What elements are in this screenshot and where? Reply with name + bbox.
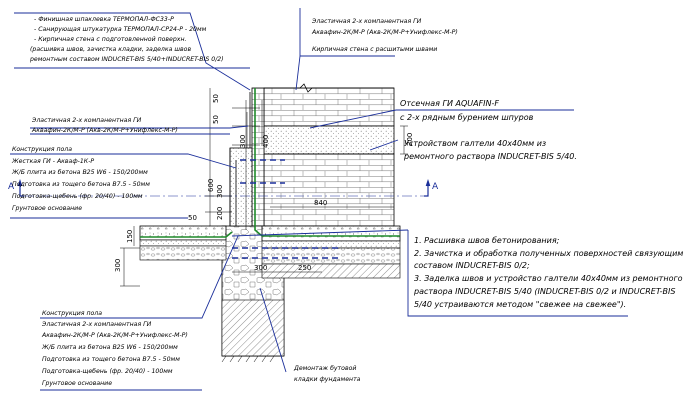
svg-text:раствора INDUCRET-BIS 5/40 (IN: раствора INDUCRET-BIS 5/40 (INDUCRET-BIS… bbox=[413, 287, 675, 296]
svg-text:Конструкция пола: Конструкция пола bbox=[42, 310, 102, 317]
svg-text:Ж/Б плита из бетона В25 W6 - 1: Ж/Б плита из бетона В25 W6 - 150/200мм bbox=[41, 343, 178, 351]
dim-400: 400 bbox=[262, 135, 270, 148]
dim-50-c: 50 bbox=[188, 214, 197, 222]
svg-text:Устройством галтели 40х40мм из: Устройством галтели 40х40мм из bbox=[404, 139, 546, 148]
svg-text:2. Зачистка и обработка получе: 2. Зачистка и обработка полученных повер… bbox=[414, 249, 683, 258]
svg-text:1. Расшивка швов бетонирования: 1. Расшивка швов бетонирования; bbox=[414, 236, 560, 245]
note-top-left: - Финишная шпаклевка ТЕРМОПАЛ-ФС33-Р - С… bbox=[29, 16, 224, 63]
dim-600: 600 bbox=[207, 179, 215, 192]
dim-300-left: 300 bbox=[114, 259, 122, 272]
wall-break-line bbox=[264, 83, 394, 93]
svg-text:кладки фундамента: кладки фундамента bbox=[294, 376, 361, 383]
svg-text:Подготовка-щебень (фр. 20/40): Подготовка-щебень (фр. 20/40) - 100мм bbox=[42, 367, 173, 375]
dim-200: 200 bbox=[406, 133, 414, 146]
section-mark-left: А bbox=[8, 182, 15, 192]
floor-lean-left bbox=[139, 239, 227, 247]
svg-text:Грунтовое основание: Грунтовое основание bbox=[12, 205, 82, 212]
svg-text:ремонтным составом INDUCRET-BI: ремонтным составом INDUCRET-BIS 5/40+IND… bbox=[29, 56, 224, 63]
note-floor-lower: Конструкция пола Эластичная 2-х компанен… bbox=[41, 310, 188, 387]
svg-text:Конструкция пола: Конструкция пола bbox=[12, 146, 72, 153]
leader-lines bbox=[10, 8, 628, 391]
svg-text:(расшивка швов, зачистка кладк: (расшивка швов, зачистка кладки, заделка… bbox=[30, 46, 191, 53]
svg-text:Грунтовое основание: Грунтовое основание bbox=[42, 380, 112, 387]
svg-text:ремонтного раствора INDUCRET-B: ремонтного раствора INDUCRET-BIS 5/40. bbox=[403, 152, 577, 161]
svg-text:- Кирпичная стена с подготовле: - Кирпичная стена с подготовленной повер… bbox=[34, 36, 187, 43]
dim-300-wall: 300 bbox=[239, 135, 247, 148]
floor-slab-left bbox=[139, 225, 227, 241]
svg-text:составом INDUCRET-BIS 0/2;: составом INDUCRET-BIS 0/2; bbox=[414, 261, 530, 270]
note-top-right: Эластичная 2-х компанентная ГИ Аквафин-2… bbox=[311, 18, 458, 53]
dimension-lines bbox=[120, 88, 408, 287]
waterproofing-line bbox=[254, 88, 400, 237]
floor-slab-concrete bbox=[261, 225, 401, 242]
floor-gravel bbox=[261, 247, 401, 265]
note-fillet: Устройством галтели 40х40мм из ремонтног… bbox=[403, 139, 577, 161]
dim-200-b: 200 bbox=[216, 207, 224, 220]
note-injection: Отсечная ГИ AQUAFIN-F с 2-х рядным бурен… bbox=[400, 99, 534, 122]
svg-text:3. Заделка швов и устройство г: 3. Заделка швов и устройство галтели 40х… bbox=[414, 274, 683, 283]
note-dismantle: Демонтаж бутовой кладки фундамента bbox=[293, 364, 361, 383]
injection-layer bbox=[263, 125, 395, 155]
floor-gravel-left bbox=[139, 245, 227, 261]
note-steps: 1. Расшивка швов бетонирования; 2. Зачис… bbox=[413, 236, 683, 309]
brick-wall-upper bbox=[263, 87, 395, 127]
floor-lean-concrete bbox=[261, 240, 401, 249]
svg-text:Демонтаж бутовой: Демонтаж бутовой bbox=[293, 364, 356, 372]
svg-text:Подготовка из тощего бетона В7: Подготовка из тощего бетона В7.5 - 50мм bbox=[42, 355, 180, 363]
svg-text:- Санирующая штукатурка ТЕРМОП: - Санирующая штукатурка ТЕРМОПАЛ-СР24-Р … bbox=[34, 26, 207, 33]
svg-text:Эластичная 2-х компанентная ГИ: Эластичная 2-х компанентная ГИ bbox=[311, 18, 422, 25]
svg-text:Аквафин-2К/М-Р (Акв-2К/М-Р+Уни: Аквафин-2К/М-Р (Акв-2К/М-Р+Унифлекс-М-Р) bbox=[41, 332, 188, 339]
svg-text:Эластичная 2-х компанентная ГИ: Эластичная 2-х компанентная ГИ bbox=[41, 321, 152, 328]
note-floor-upper: Конструкция пола Жесткая ГИ - Акваф-1К-Р… bbox=[11, 146, 150, 212]
svg-text:Жесткая ГИ - Акваф-1К-Р: Жесткая ГИ - Акваф-1К-Р bbox=[11, 158, 94, 165]
dim-300-c: 300 bbox=[216, 185, 224, 198]
svg-text:Аквафин-2К/М-Р (Акв-2К/М-Р+Уни: Аквафин-2К/М-Р (Акв-2К/М-Р+Унифлекс-М-Р) bbox=[31, 127, 178, 134]
dim-150: 150 bbox=[126, 230, 134, 243]
note-mid-left: Эластичная 2-х компанентная ГИ Аквафин-2… bbox=[31, 117, 178, 134]
dim-50-b: 50 bbox=[212, 115, 220, 124]
dim-300-base: 300 bbox=[254, 264, 267, 272]
floor-ground bbox=[261, 263, 401, 279]
dim-50-a: 50 bbox=[212, 94, 220, 103]
svg-text:Отсечная ГИ AQUAFIN-F: Отсечная ГИ AQUAFIN-F bbox=[400, 99, 499, 108]
svg-text:Эластичная 2-х компанентная ГИ: Эластичная 2-х компанентная ГИ bbox=[31, 117, 142, 124]
section-mark-right: А bbox=[432, 182, 439, 192]
svg-text:Аквафин-2К/М-Р (Акв-2К/М-Р+Уни: Аквафин-2К/М-Р (Акв-2К/М-Р+Унифлекс-М-Р) bbox=[311, 29, 458, 36]
svg-text:5/40 устраиваются методом "све: 5/40 устраиваются методом "свежее на све… bbox=[414, 300, 626, 309]
svg-text:- Финишная шпаклевка ТЕРМОПАЛ-: - Финишная шпаклевка ТЕРМОПАЛ-ФС33-Р bbox=[34, 16, 174, 23]
ground-base-left bbox=[221, 299, 285, 357]
dim-840: 840 bbox=[314, 199, 327, 207]
svg-text:Подготовка-щебень (фр. 20/40): Подготовка-щебень (фр. 20/40) - 100мм bbox=[12, 192, 143, 200]
svg-text:Подготовка из тощего бетона В7: Подготовка из тощего бетона В7.5 - 50мм bbox=[12, 180, 150, 188]
svg-text:с 2-х рядным бурением шпуров: с 2-х рядным бурением шпуров bbox=[400, 113, 534, 122]
svg-text:Ж/Б плита из бетона В25 W6 - 1: Ж/Б плита из бетона В25 W6 - 150/200мм bbox=[11, 168, 148, 176]
dim-250: 250 bbox=[298, 264, 311, 272]
brick-wall-lower bbox=[263, 153, 395, 227]
svg-text:Кирпичная стена с расшитыми шв: Кирпичная стена с расшитыми швами bbox=[312, 46, 437, 53]
